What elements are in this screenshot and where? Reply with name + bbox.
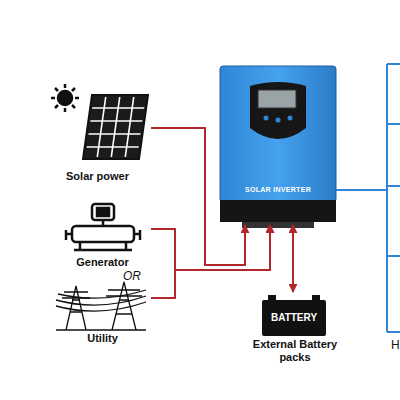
power-connector (292, 225, 294, 292)
utility-node: Utility (55, 282, 150, 345)
load-wiring (336, 64, 400, 332)
caption: Generator (55, 256, 150, 269)
generator-node: Generator (55, 198, 150, 269)
battery-icon (262, 295, 326, 336)
inverter-node: SOLAR INVERTER (220, 66, 336, 222)
solar-panel-icon (83, 95, 148, 159)
power-connector (151, 225, 270, 298)
sun-icon (51, 84, 79, 112)
power-connector (151, 128, 245, 265)
utility-pylon-icon (56, 282, 146, 330)
caption: Utility (55, 332, 150, 345)
battery-node: BATTERY External Battery packs (250, 293, 340, 364)
or-label: OR (123, 269, 141, 283)
battery-text: BATTERY (262, 311, 326, 324)
caption: Solar power (45, 170, 150, 183)
generator-icon (66, 204, 140, 250)
solar-node: Solar power (45, 85, 150, 183)
caption: External Battery packs (250, 338, 340, 364)
cut-label: H (391, 338, 400, 352)
brand-text: SOLAR INVERTER (220, 186, 336, 194)
inverter-illustration (220, 66, 336, 228)
power-connector (151, 225, 270, 270)
